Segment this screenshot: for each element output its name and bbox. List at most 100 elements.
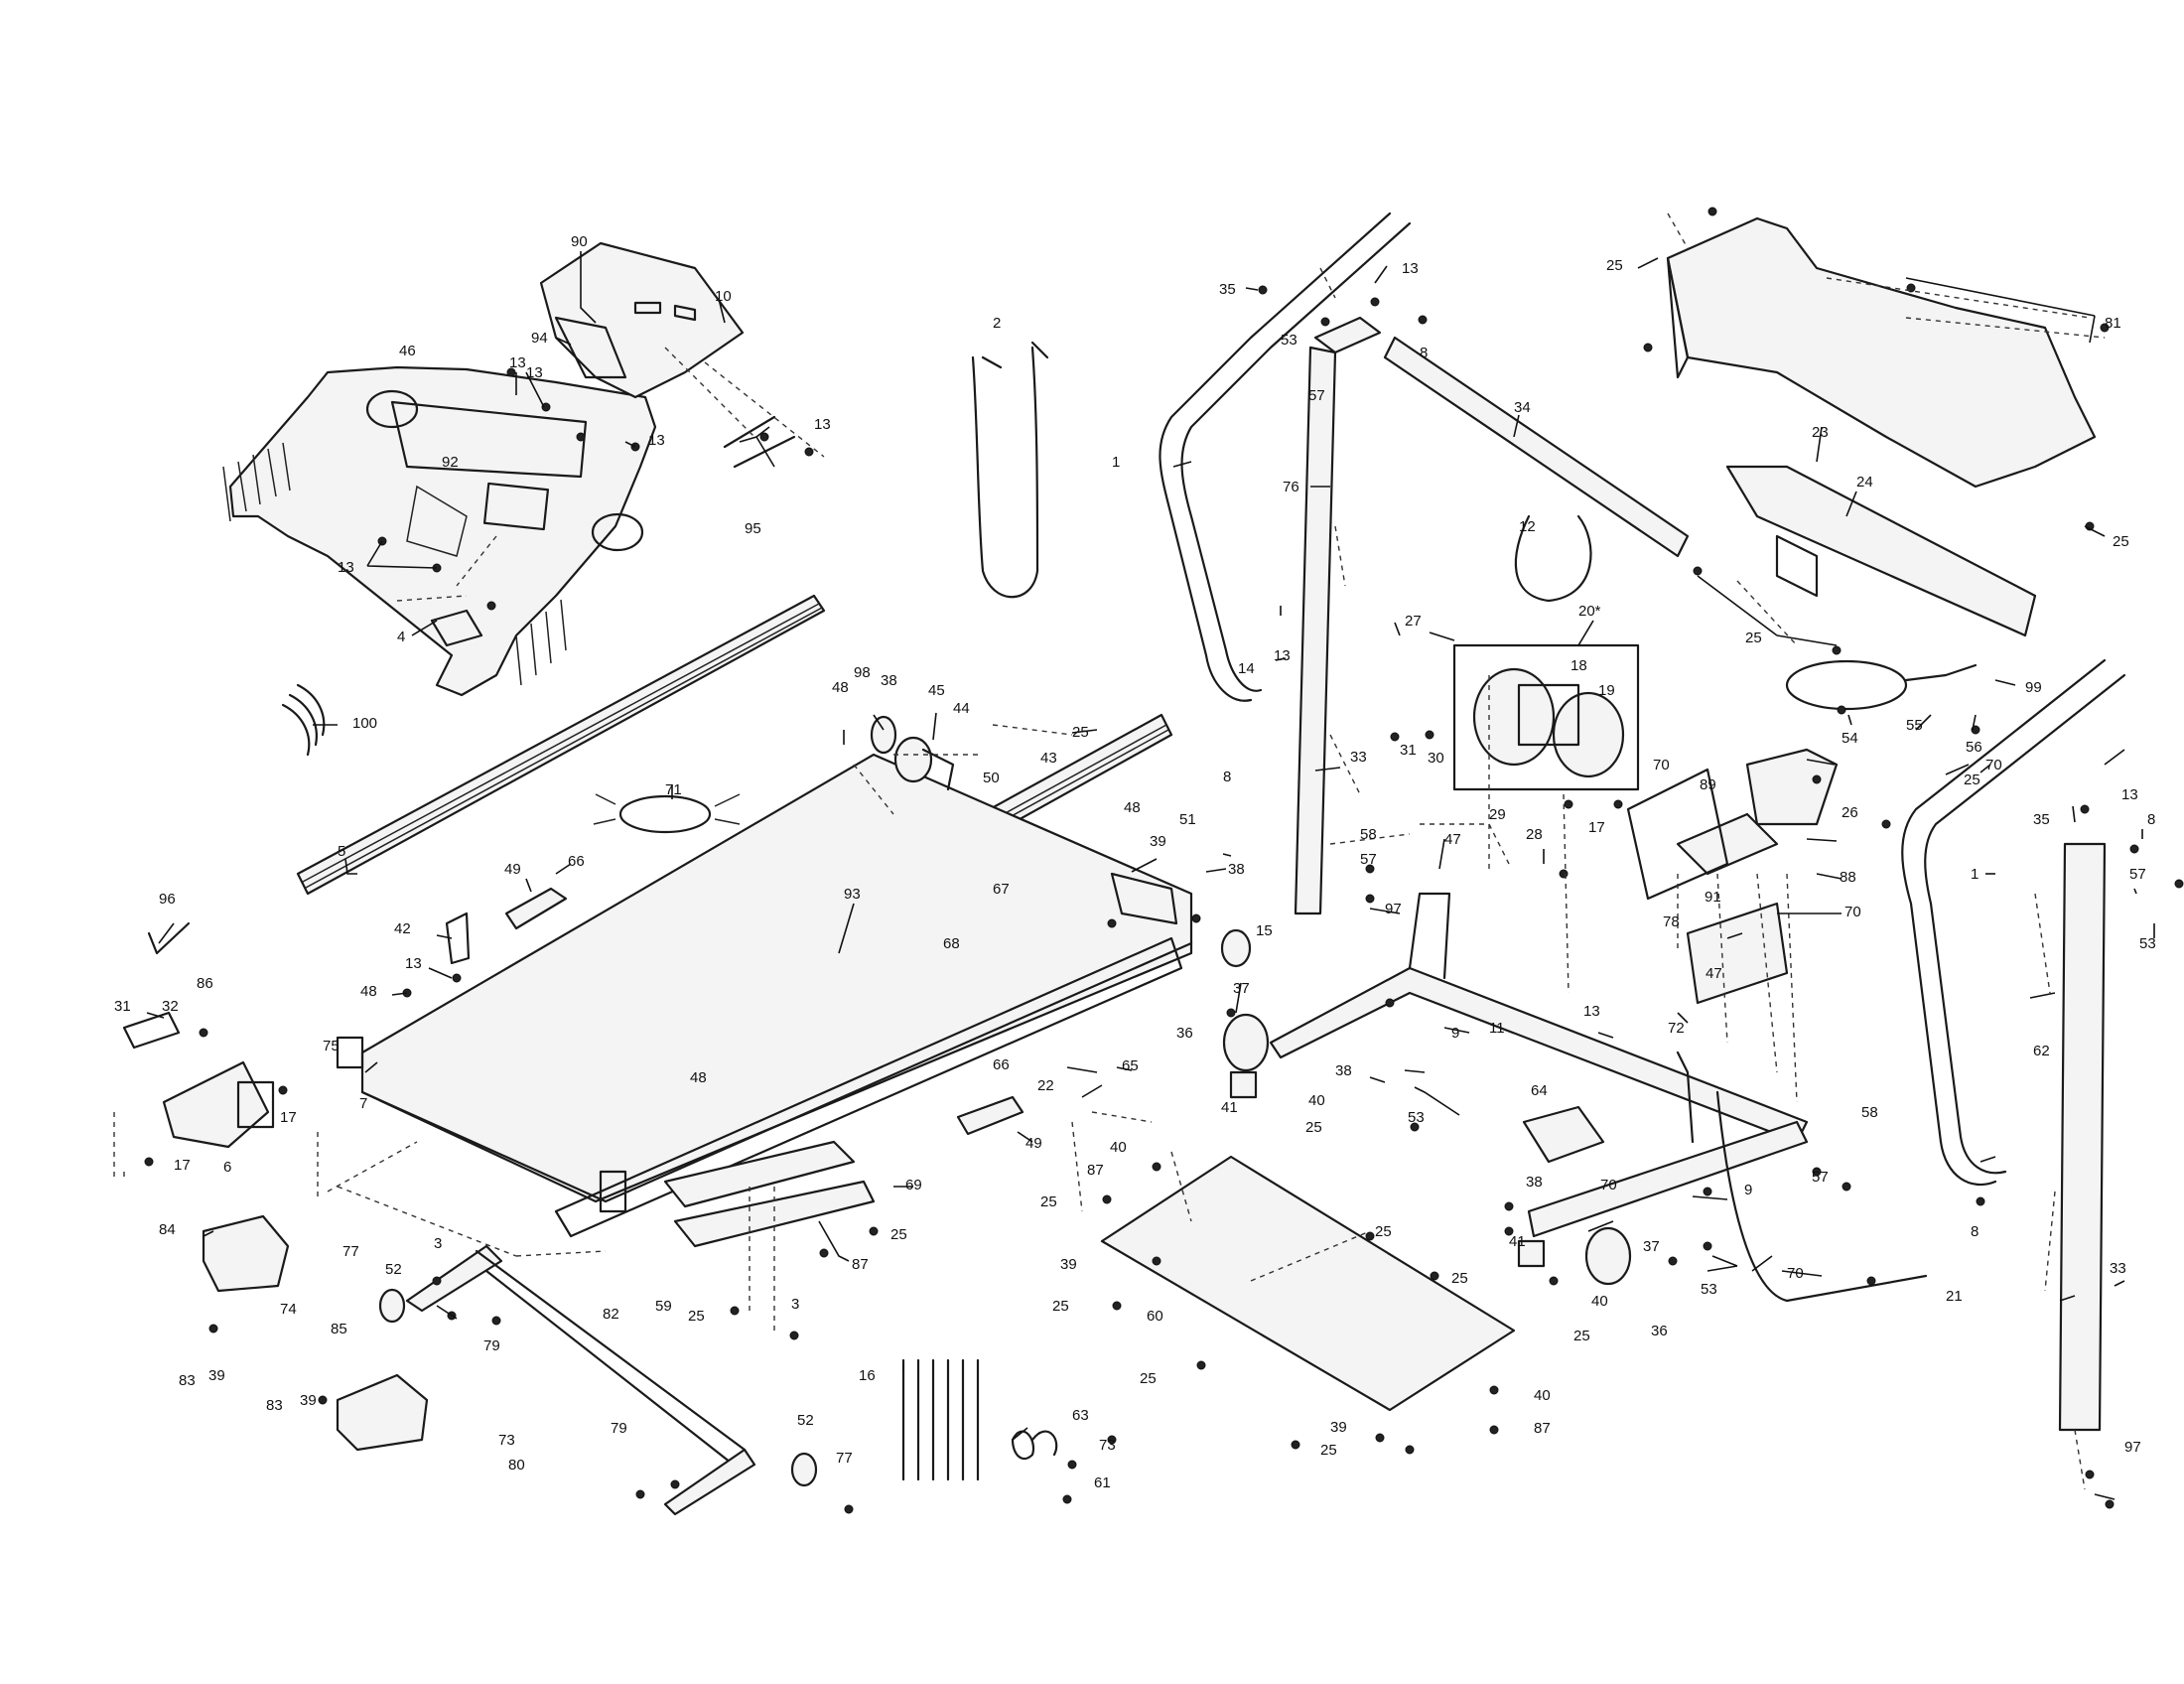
callout-26: 26 (1842, 804, 1858, 821)
callout-13-f: 13 (405, 955, 422, 972)
callout-48-c: 48 (360, 983, 377, 1000)
callout-29: 29 (1489, 806, 1506, 823)
callout-4: 4 (397, 629, 405, 645)
callout-3-b: 3 (791, 1296, 799, 1313)
callout-25-j: 25 (1320, 1442, 1337, 1459)
callout-83-a: 83 (179, 1372, 196, 1389)
callout-25-o: 25 (1964, 772, 1980, 788)
callout-39-b: 39 (208, 1367, 225, 1384)
callout-34: 34 (1514, 399, 1531, 416)
callout-50: 50 (983, 770, 1000, 786)
callout-77-a: 77 (342, 1243, 359, 1260)
callout-27: 27 (1405, 613, 1422, 630)
assembly-dashed-lines (113, 212, 2106, 1490)
callout-97-b: 97 (2124, 1439, 2141, 1456)
handrail-left-1 (1159, 211, 1412, 702)
callout-52-b: 52 (797, 1412, 814, 1429)
wire-harness-100 (281, 683, 326, 757)
front-roller-50 (893, 736, 955, 791)
callout-25-m: 25 (2113, 533, 2129, 550)
callout-94: 94 (531, 330, 548, 347)
callout-15: 15 (1256, 922, 1273, 939)
callout-92: 92 (442, 454, 459, 471)
callout-25-l: 25 (1606, 257, 1623, 274)
callout-71: 71 (665, 781, 682, 798)
callout-40-c: 40 (1534, 1387, 1551, 1404)
callout-8-b: 8 (1223, 769, 1231, 785)
belt-guide-49a (504, 887, 568, 930)
roller-52b (790, 1452, 818, 1487)
callout-87-c: 87 (1534, 1420, 1551, 1437)
callout-70-e: 70 (1844, 904, 1861, 920)
callout-69: 69 (905, 1177, 922, 1193)
callout-39-e: 39 (1330, 1419, 1347, 1436)
callout-100: 100 (352, 715, 377, 732)
callout-5: 5 (338, 843, 345, 860)
callout-57-c: 57 (2129, 866, 2146, 883)
callout-25-c: 25 (688, 1308, 705, 1325)
callout-10: 10 (715, 288, 732, 305)
callout-70-d: 70 (1653, 757, 1670, 773)
callout-40-a: 40 (1308, 1092, 1325, 1109)
callout-52-a: 52 (385, 1261, 402, 1278)
callout-39-a: 39 (1150, 833, 1166, 850)
callout-53-a: 53 (1281, 332, 1297, 349)
callout-25-a: 25 (1072, 724, 1089, 741)
callout-25-g: 25 (1052, 1298, 1069, 1315)
callout-3-a: 3 (434, 1235, 442, 1252)
roller-52a (378, 1288, 406, 1324)
callout-60: 60 (1147, 1308, 1163, 1325)
callout-62: 62 (2033, 1043, 2050, 1059)
callout-13-h: 13 (1274, 647, 1291, 664)
callout-49-a: 49 (504, 861, 521, 878)
callout-78: 78 (1663, 913, 1680, 930)
callout-75: 75 (323, 1038, 340, 1054)
callout-46: 46 (399, 343, 416, 359)
callout-83-b: 83 (266, 1397, 283, 1414)
belt-guide-49b (956, 1095, 1024, 1136)
hood-84 (202, 1214, 290, 1293)
callout-31-a: 31 (114, 998, 131, 1015)
callout-80: 80 (508, 1457, 525, 1474)
callout-49-b: 49 (1025, 1135, 1042, 1152)
handrail-right-1 (1901, 658, 2126, 1187)
callout-63: 63 (1072, 1407, 1089, 1424)
callout-9-b: 9 (1744, 1182, 1752, 1198)
callout-66-a: 66 (568, 853, 585, 870)
board-78 (1686, 902, 1789, 1005)
callout-13-e: 13 (338, 559, 354, 576)
hood-23 (1666, 216, 2097, 489)
callout-35-a: 35 (1219, 281, 1236, 298)
callout-48-a: 48 (832, 679, 849, 696)
callout-21: 21 (1946, 1288, 1963, 1305)
callout-38-a: 38 (881, 672, 897, 689)
callout-17-a: 17 (280, 1109, 297, 1126)
callout-28: 28 (1526, 826, 1543, 843)
callout-7: 7 (359, 1095, 367, 1112)
callout-39-c: 39 (300, 1392, 317, 1409)
controller-cover-24 (1725, 465, 2037, 637)
power-cord-54 (1785, 659, 1978, 711)
callout-81: 81 (2105, 315, 2121, 332)
callout-72: 72 (1668, 1020, 1685, 1037)
console-assembly (222, 365, 657, 697)
callout-16: 16 (859, 1367, 876, 1384)
callout-leader-lines (146, 251, 2155, 1500)
callout-13-g: 13 (1402, 260, 1419, 277)
callout-73-b: 73 (1099, 1437, 1116, 1454)
callout-13-b: 13 (526, 364, 543, 381)
callout-84: 84 (159, 1221, 176, 1238)
callout-73-a: 73 (498, 1432, 515, 1449)
deck-and-frame (336, 753, 1193, 1238)
callout-85: 85 (331, 1321, 347, 1337)
wheel-37b (1584, 1226, 1632, 1286)
hood-85 (336, 1373, 429, 1452)
callout-89: 89 (1700, 776, 1716, 793)
callout-13-c: 13 (648, 432, 665, 449)
callout-70-a: 70 (1600, 1177, 1617, 1193)
callout-58-a: 58 (1360, 826, 1377, 843)
callout-37-a: 37 (1233, 980, 1250, 997)
pulley-15 (1220, 928, 1252, 968)
wheel-37a (1222, 1013, 1270, 1072)
wire-71 (593, 793, 741, 834)
